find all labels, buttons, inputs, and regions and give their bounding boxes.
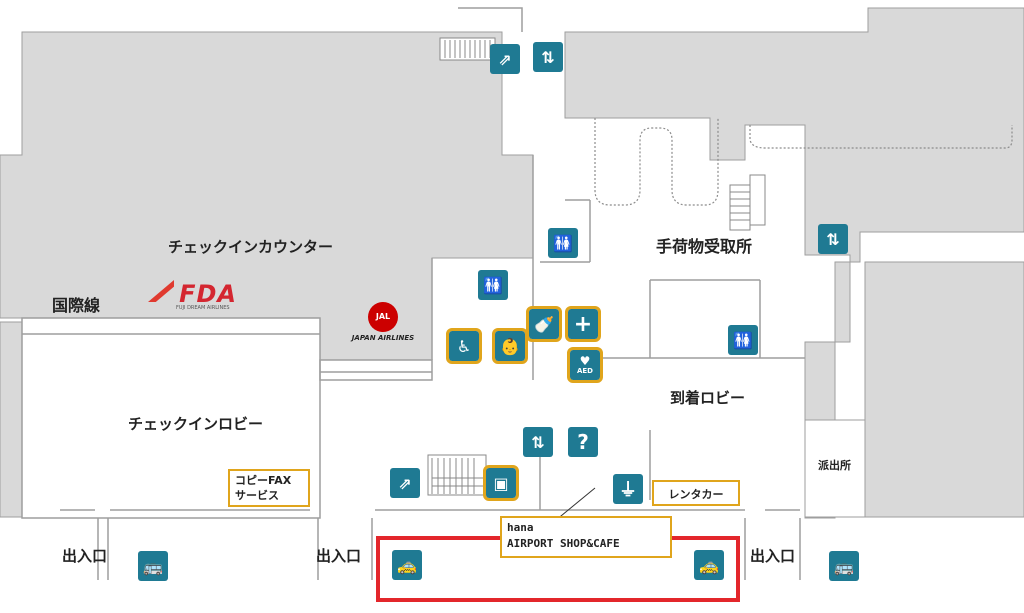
bus-icon[interactable]: 🚌 [829, 551, 859, 581]
international-label: 国際線 [52, 296, 101, 315]
heart-icon: ♥ [579, 354, 591, 368]
taxi-icon[interactable]: 🚕 [392, 550, 422, 580]
first-aid-icon[interactable]: + [565, 306, 601, 342]
fda-logo-text: FDA [179, 280, 237, 308]
information-icon[interactable]: ? [568, 427, 598, 457]
checkin-counter-label: チェックインカウンター [168, 238, 334, 256]
jal-logo-text: JAPAN AIRLINES [351, 334, 415, 342]
fda-logo: FDA FUJI DREAM AIRLINES [148, 280, 237, 311]
baby-care-icon[interactable]: 👶 [492, 328, 528, 364]
copy-fax-label: コピーFAX [235, 474, 292, 487]
fda-logo-subtitle: FUJI DREAM AIRLINES [176, 305, 230, 311]
bus-icon[interactable]: 🚌 [138, 551, 168, 581]
shop-cafe-label: AIRPORT SHOP&CAFE [507, 537, 620, 550]
shop-name-label: hana [507, 521, 534, 534]
jal-logo: JAL JAPAN AIRLINES [340, 302, 426, 342]
entrance-label-right: 出入口 [750, 547, 796, 565]
police-box-label: 派出所 [818, 459, 851, 472]
rental-car-label: レンタカー [668, 488, 724, 501]
power-plug-icon[interactable]: ⏚ [613, 474, 643, 504]
restroom-icon[interactable]: 🚻 [728, 325, 758, 355]
elevator-icon[interactable]: ⇅ [818, 224, 848, 254]
rental-car-box[interactable]: レンタカー [652, 480, 740, 506]
baggage-claim-label: 手荷物受取所 [656, 237, 753, 256]
aed-icon-label: AED [576, 367, 593, 375]
fda-logo-mark [148, 280, 174, 302]
locker-icon[interactable]: ▣ [483, 465, 519, 501]
police-box-area [804, 419, 866, 518]
elevator-icon[interactable]: ⇅ [523, 427, 553, 457]
upper-right-area [564, 7, 1024, 519]
aed-icon[interactable]: ♥ AED [567, 347, 603, 383]
escalator-icon[interactable]: ⇗ [390, 468, 420, 498]
wheelchair-icon[interactable]: ♿ [446, 328, 482, 364]
elevator-icon[interactable]: ⇅ [533, 42, 563, 72]
taxi-icon[interactable]: 🚕 [694, 550, 724, 580]
jal-crane-mark: JAL [368, 302, 398, 332]
escalator-icon[interactable]: ⇗ [490, 44, 520, 74]
checkin-lobby-label: チェックインロビー [128, 415, 264, 433]
arrival-lobby-label: 到着ロビー [670, 389, 746, 407]
left-wing [0, 321, 23, 518]
copy-fax-service-box[interactable]: コピーFAX サービス [228, 469, 310, 507]
entrance-label-left: 出入口 [62, 547, 108, 565]
nursing-bottle-icon[interactable]: 🍼 [526, 306, 562, 342]
right-wing [864, 261, 1024, 518]
copy-fax-service-label: サービス [235, 489, 279, 502]
entrance-label-middle: 出入口 [316, 547, 362, 565]
shop-cafe-box[interactable]: hana AIRPORT SHOP&CAFE [500, 516, 672, 558]
restroom-icon[interactable]: 🚻 [478, 270, 508, 300]
restroom-icon[interactable]: 🚻 [548, 228, 578, 258]
